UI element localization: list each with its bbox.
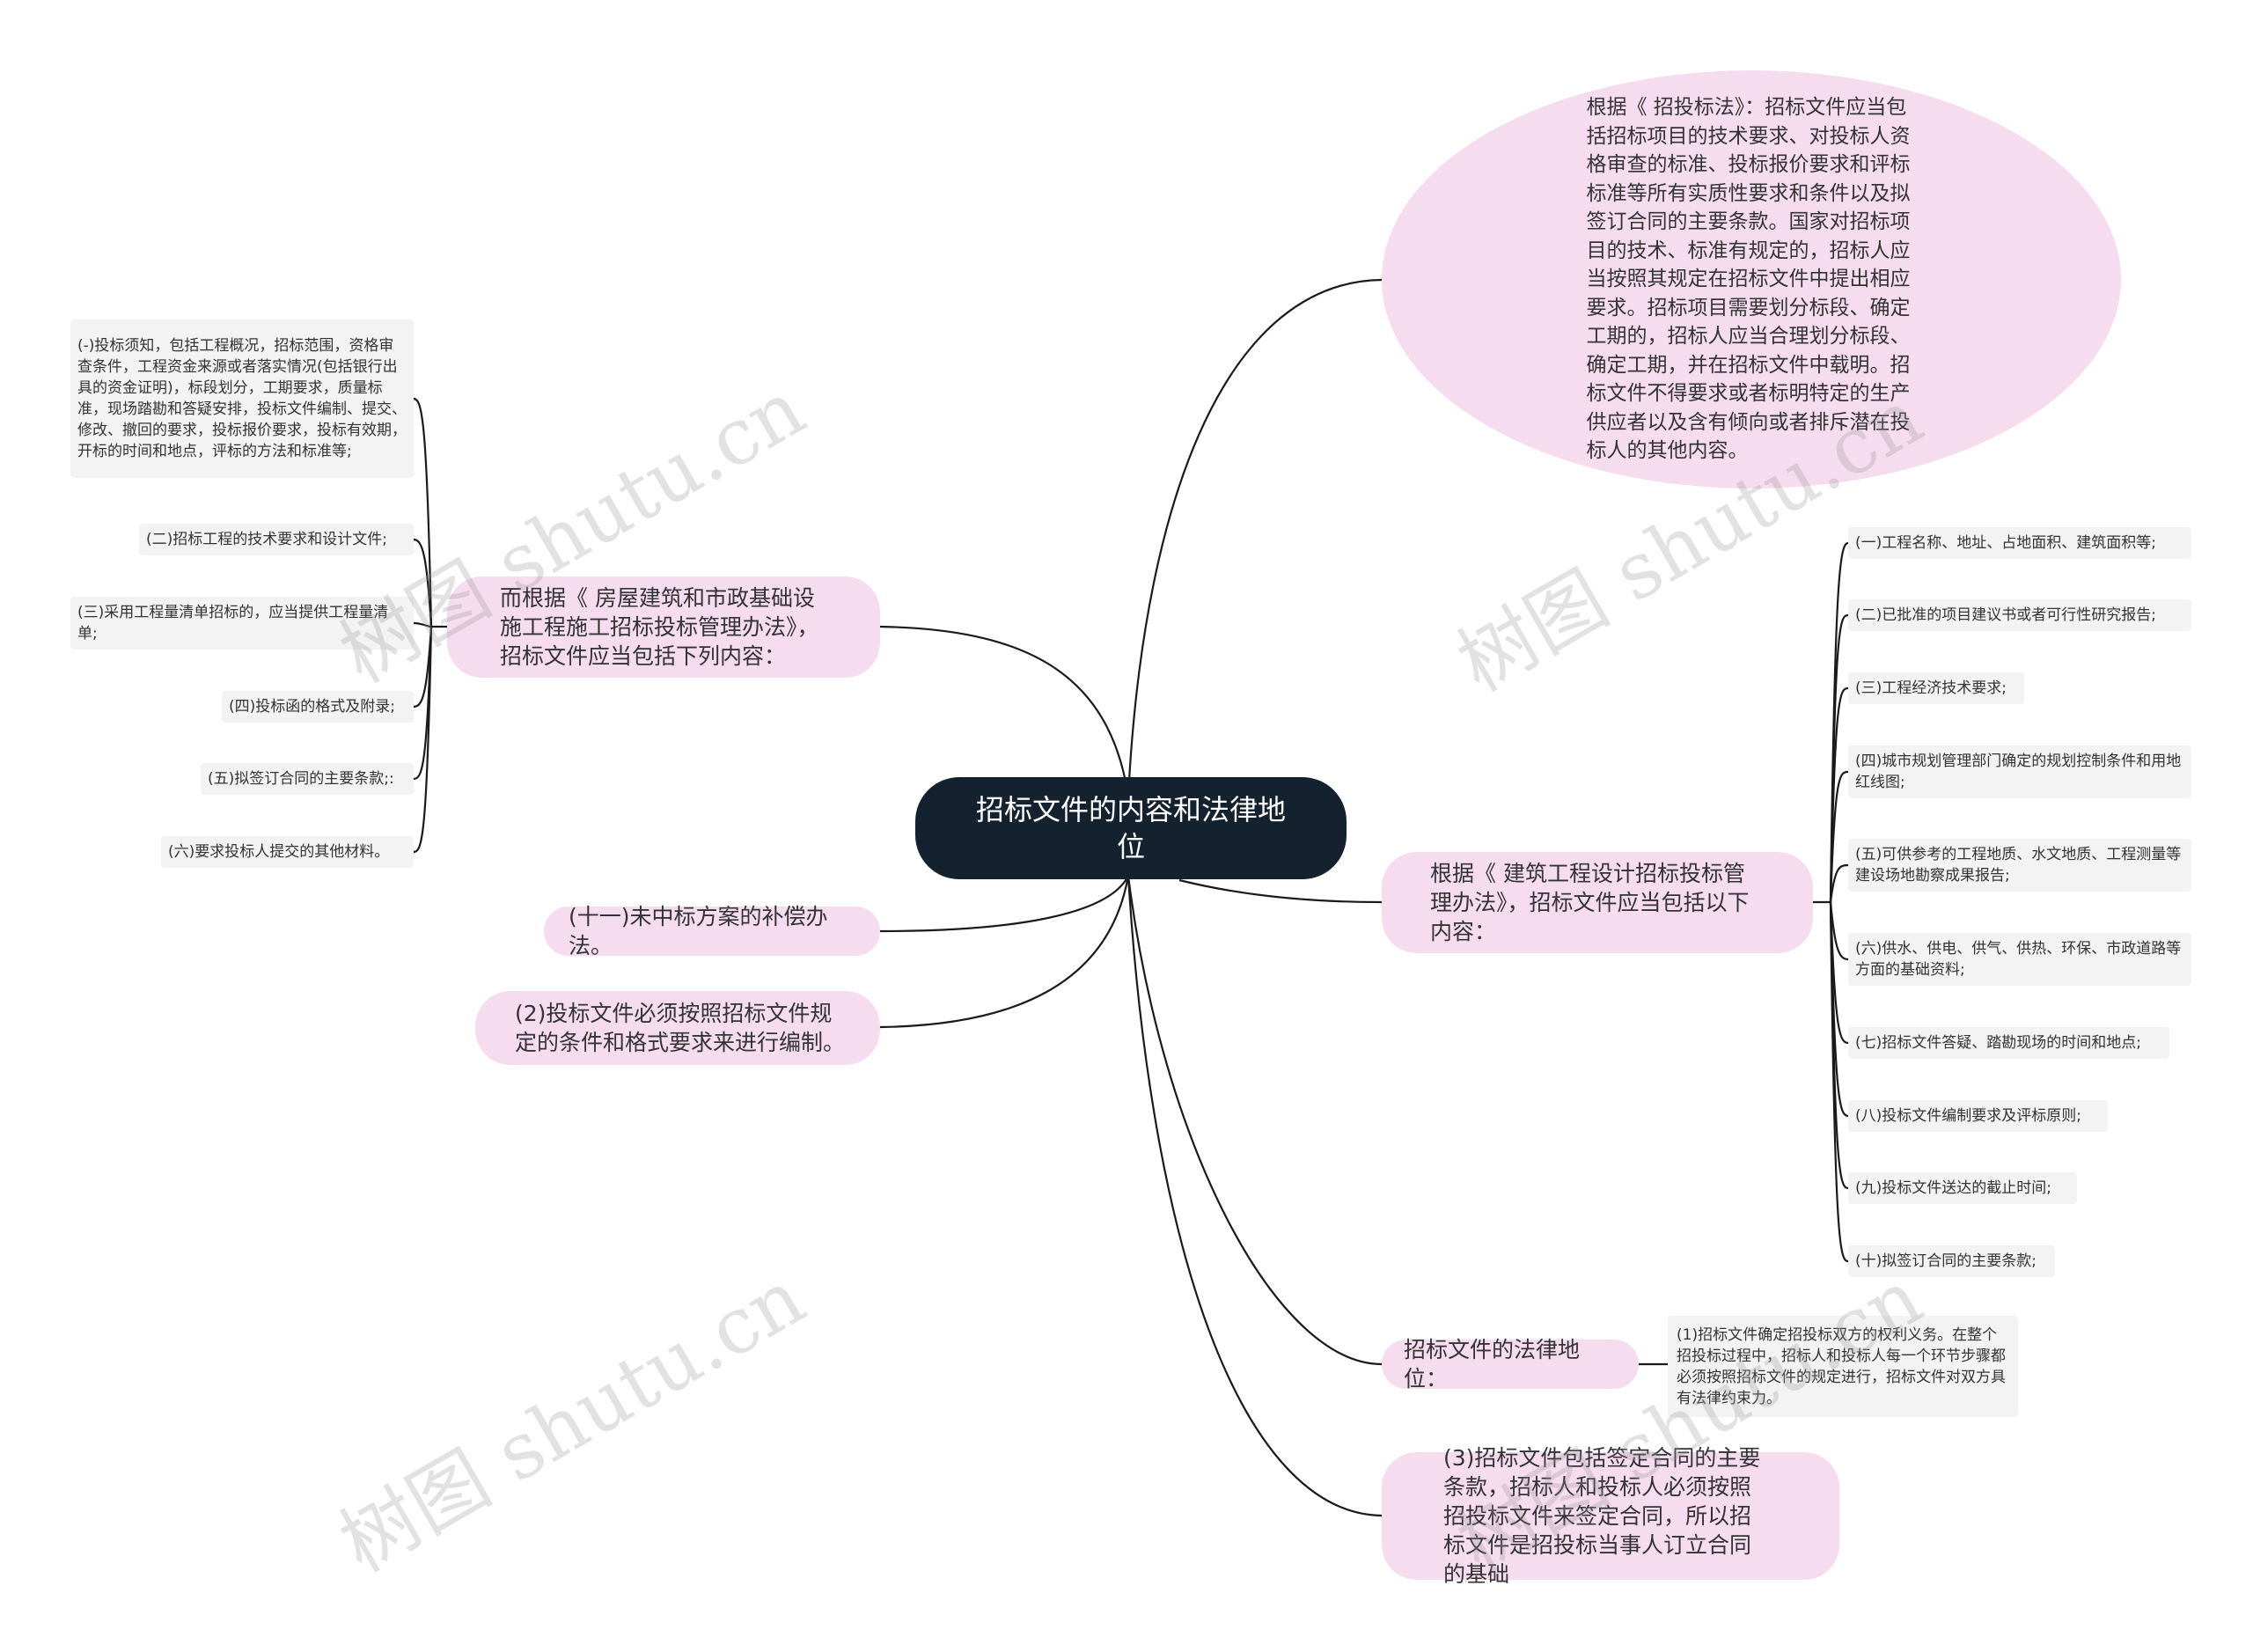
connector-legal	[1126, 875, 1383, 1366]
node-compensation-text: (十一)未中标方案的补偿办法。	[569, 904, 828, 958]
leaf-housing-1-text: (-)投标须知，包括工程概况，招标范围，资格审查条件，工程资金来源或者落实情况(…	[77, 337, 407, 460]
leaf-design-5-text: (五)可供参考的工程地质、水文地质、工程测量等建设场地勘察成果报告;	[1855, 846, 2182, 885]
leaf-design-1-text: (一)工程名称、地址、占地面积、建筑面积等;	[1855, 534, 2156, 552]
connector-design	[1178, 878, 1383, 904]
leaf-housing-2-text: (二)招标工程的技术要求和设计文件;	[146, 531, 387, 548]
leaf-housing-5[interactable]: (五)拟签订合同的主要条款;:	[201, 763, 414, 795]
leaf-design-10[interactable]: (十)拟签订合同的主要条款;	[1848, 1245, 2055, 1277]
node-zhaotoubiao-law-text: 根据《 招投标法》：招标文件应当包括招标项目的技术要求、对投标人资格审查的标准、…	[1586, 96, 1911, 463]
leaf-design-7-text: (七)招标文件答疑、踏勘现场的时间和地点;	[1855, 1034, 2141, 1052]
node-design-measures-label: 根据《 建筑工程设计招标投标管理办法》，招标文件应当包括以下内容：	[1430, 861, 1750, 944]
leaf-design-6-text: (六)供水、供电、供气、供热、环保、市政道路等方面的基础资料;	[1855, 940, 2182, 979]
node-zhaotoubiao-law[interactable]: 根据《 招投标法》：招标文件应当包括招标项目的技术要求、对投标人资格审查的标准、…	[1382, 70, 2121, 488]
leaf-design-8-text: (八)投标文件编制要求及评标原则;	[1855, 1107, 2081, 1125]
leaf-legal-detail-text: (1)招标文件确定招投标双方的权利义务。在整个招投标过程中，招标人和投标人每一个…	[1677, 1325, 2006, 1407]
node-legal-status-label: 招标文件的法律地位：	[1404, 1337, 1581, 1391]
leaf-design-8[interactable]: (八)投标文件编制要求及评标原则;	[1848, 1100, 2108, 1132]
leaf-design-1[interactable]: (一)工程名称、地址、占地面积、建筑面积等;	[1848, 527, 2191, 559]
node-housing-measures[interactable]: 而根据《 房屋建筑和市政基础设施工程施工招标投标管理办法》，招标文件应当包括下列…	[447, 576, 880, 678]
leaf-design-9-text: (九)投标文件送达的截止时间;	[1855, 1179, 2051, 1197]
leaf-housing-2[interactable]: (二)招标工程的技术要求和设计文件;	[139, 524, 414, 555]
central-topic-label: 招标文件的内容和法律地位	[975, 793, 1286, 863]
connector-format	[879, 875, 1130, 1029]
node-contract-basis-text: (3)招标文件包括签定合同的主要条款，招标人和投标人必须按照招投标文件来签定合同…	[1443, 1445, 1761, 1587]
leaf-housing-1[interactable]: (-)投标须知，包括工程概况，招标范围，资格审查条件，工程资金来源或者落实情况(…	[70, 319, 414, 478]
leaf-housing-4-text: (四)投标函的格式及附录;	[229, 698, 395, 716]
leaf-housing-4[interactable]: (四)投标函的格式及附录;	[222, 691, 414, 723]
leaf-design-2[interactable]: (二)已批准的项目建议书或者可行性研究报告;	[1848, 599, 2191, 631]
connector-compensation	[879, 875, 1129, 933]
leaf-design-3-text: (三)工程经济技术要求;	[1855, 679, 2007, 697]
leaf-design-5[interactable]: (五)可供参考的工程地质、水文地质、工程测量等建设场地勘察成果报告;	[1848, 839, 2191, 892]
leaf-design-4-text: (四)城市规划管理部门确定的规划控制条件和用地红线图;	[1855, 753, 2182, 791]
leaf-housing-5-text: (五)拟签订合同的主要条款;:	[208, 770, 394, 788]
node-design-measures[interactable]: 根据《 建筑工程设计招标投标管理办法》，招标文件应当包括以下内容：	[1382, 852, 1813, 953]
leaf-design-6[interactable]: (六)供水、供电、供气、供热、环保、市政道路等方面的基础资料;	[1848, 933, 2191, 986]
leaf-design-7[interactable]: (七)招标文件答疑、踏勘现场的时间和地点;	[1848, 1027, 2169, 1059]
leaf-design-4[interactable]: (四)城市规划管理部门确定的规划控制条件和用地红线图;	[1848, 745, 2191, 798]
leaf-housing-3[interactable]: (三)采用工程量清单招标的，应当提供工程量清单;	[70, 597, 414, 650]
leaf-design-9[interactable]: (九)投标文件送达的截止时间;	[1848, 1172, 2077, 1204]
node-format-requirement[interactable]: (2)投标文件必须按照招标文件规定的条件和格式要求来进行编制。	[475, 991, 880, 1065]
central-topic[interactable]: 招标文件的内容和法律地位	[915, 777, 1347, 879]
node-compensation[interactable]: (十一)未中标方案的补偿办法。	[544, 904, 880, 958]
connector-law	[1126, 278, 1383, 797]
leaf-design-10-text: (十)拟签订合同的主要条款;	[1855, 1252, 2037, 1270]
node-format-requirement-text: (2)投标文件必须按照招标文件规定的条件和格式要求来进行编制。	[515, 1001, 846, 1055]
leaf-design-2-text: (二)已批准的项目建议书或者可行性研究报告;	[1855, 606, 2156, 624]
leaf-housing-3-text: (三)采用工程量清单招标的，应当提供工程量清单;	[77, 604, 389, 642]
leaf-legal-detail[interactable]: (1)招标文件确定招投标双方的权利义务。在整个招投标过程中，招标人和投标人每一个…	[1668, 1316, 2018, 1417]
node-housing-measures-label: 而根据《 房屋建筑和市政基础设施工程施工招标投标管理办法》，招标文件应当包括下列…	[500, 585, 819, 669]
leaf-design-3[interactable]: (三)工程经济技术要求;	[1848, 672, 2024, 704]
leaf-housing-6-text: (六)要求投标人提交的其他材料。	[168, 843, 390, 861]
connector-housing	[879, 625, 1130, 797]
node-contract-basis[interactable]: (3)招标文件包括签定合同的主要条款，招标人和投标人必须按照招投标文件来签定合同…	[1382, 1445, 1839, 1587]
connector-contract	[1126, 875, 1383, 1517]
leaf-housing-6[interactable]: (六)要求投标人提交的其他材料。	[161, 836, 414, 868]
node-legal-status[interactable]: 招标文件的法律地位：	[1382, 1337, 1639, 1391]
